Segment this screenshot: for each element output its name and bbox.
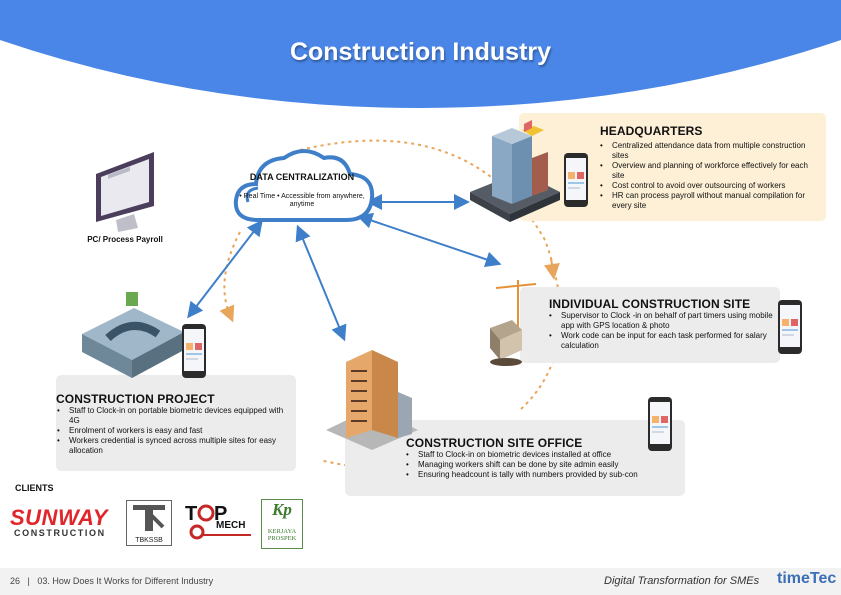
tunnel-project-illustration bbox=[82, 292, 184, 378]
list-item: Overview and planning of workforce effec… bbox=[599, 161, 821, 181]
section-label: 03. How Does It Works for Different Indu… bbox=[37, 576, 214, 586]
footer-bar bbox=[0, 568, 841, 595]
orbit-arrow-right bbox=[543, 257, 560, 280]
arrow-cloud-office bbox=[295, 224, 347, 342]
topmech-logo-text: MECH bbox=[216, 520, 246, 531]
arrow-cloud-project bbox=[187, 219, 263, 319]
list-item: HR can process payroll without manual co… bbox=[599, 191, 821, 211]
construction-project-card: CONSTRUCTION PROJECT Staff to Clock-in o… bbox=[56, 375, 296, 471]
smartphone-icon bbox=[778, 300, 802, 354]
list-item: Cost control to avoid over outsourcing o… bbox=[599, 181, 821, 191]
kerjaya-logo bbox=[261, 499, 303, 549]
list-item: Centralized attendance data from multipl… bbox=[599, 141, 821, 161]
footer-tagline: Digital Transformation for SMEs bbox=[604, 575, 760, 587]
list-item: Staff to Clock-in on portable biometric … bbox=[56, 406, 294, 426]
cloud-subtitle: • Real Time • Accessible from anywhere, … bbox=[239, 193, 365, 208]
page-number: 26 bbox=[10, 576, 21, 586]
headquarters-bullets: Centralized attendance data from multipl… bbox=[599, 141, 821, 211]
pc-label: PC/ Process Payroll bbox=[87, 235, 163, 244]
header-band bbox=[0, 0, 841, 108]
hq-building-illustration bbox=[470, 120, 560, 222]
list-item: Enrolment of workers is easy and fast bbox=[56, 426, 294, 436]
individual-site-card: INDIVIDUAL CONSTRUCTION SITE Supervisor … bbox=[520, 287, 780, 363]
list-item: Managing workers shift can be done by si… bbox=[405, 460, 683, 470]
headquarters-title: HEADQUARTERS bbox=[600, 124, 703, 138]
kerjaya-logo-mark: Kp bbox=[272, 500, 292, 519]
svg-text:P: P bbox=[214, 503, 227, 525]
list-item: Workers credential is synced across mult… bbox=[56, 436, 294, 456]
sunway-logo-sub: CONSTRUCTION bbox=[14, 528, 106, 538]
site-office-bullets: Staff to Clock-in on biometric devices i… bbox=[405, 450, 683, 480]
kerjaya-logo-text: KERJAYA PROSPEK bbox=[267, 528, 297, 542]
arrow-cloud-site bbox=[356, 212, 502, 268]
list-item: Ensuring headcount is tally with numbers… bbox=[405, 470, 683, 480]
tbk-emblem-icon bbox=[133, 505, 165, 531]
construction-project-title: CONSTRUCTION PROJECT bbox=[56, 392, 215, 406]
site-office-title: CONSTRUCTION SITE OFFICE bbox=[406, 436, 583, 450]
svg-text:T: T bbox=[185, 503, 197, 525]
clients-label: CLIENTS bbox=[15, 483, 54, 493]
office-tower-illustration bbox=[326, 350, 418, 450]
sunway-logo-text: SUNWAY bbox=[10, 505, 108, 530]
smartphone-icon bbox=[648, 397, 672, 451]
list-item: Staff to Clock-in on biometric devices i… bbox=[405, 450, 683, 460]
smartphone-icon bbox=[182, 324, 206, 378]
timetec-logo: timeTec bbox=[777, 570, 837, 587]
orbit-path-bottom bbox=[319, 446, 471, 469]
smartphone-icon bbox=[564, 153, 588, 207]
individual-site-bullets: Supervisor to Clock -in on behalf of par… bbox=[548, 311, 776, 351]
tbk-logo-text: TBKSSB bbox=[135, 537, 163, 544]
list-item: Supervisor to Clock -in on behalf of par… bbox=[548, 311, 776, 331]
site-office-card: CONSTRUCTION SITE OFFICE Staff to Clock-… bbox=[345, 420, 685, 496]
page-title: Construction Industry bbox=[289, 38, 552, 66]
topmech-logo: T P bbox=[185, 503, 251, 540]
cloud-icon bbox=[233, 149, 375, 222]
crane-site-illustration bbox=[490, 280, 537, 366]
cloud-title: DATA CENTRALIZATION bbox=[249, 172, 355, 182]
footer-section: 26 | 03. How Does It Works for Different… bbox=[10, 576, 213, 586]
construction-project-bullets: Staff to Clock-in on portable biometric … bbox=[56, 406, 294, 456]
individual-site-title: INDIVIDUAL CONSTRUCTION SITE bbox=[549, 297, 751, 311]
orbit-path-left bbox=[219, 231, 241, 323]
footer-divider: | bbox=[22, 576, 35, 586]
tbk-logo bbox=[126, 500, 172, 546]
desktop-monitor-icon bbox=[96, 152, 154, 232]
list-item: Work code can be input for each task per… bbox=[548, 331, 776, 351]
